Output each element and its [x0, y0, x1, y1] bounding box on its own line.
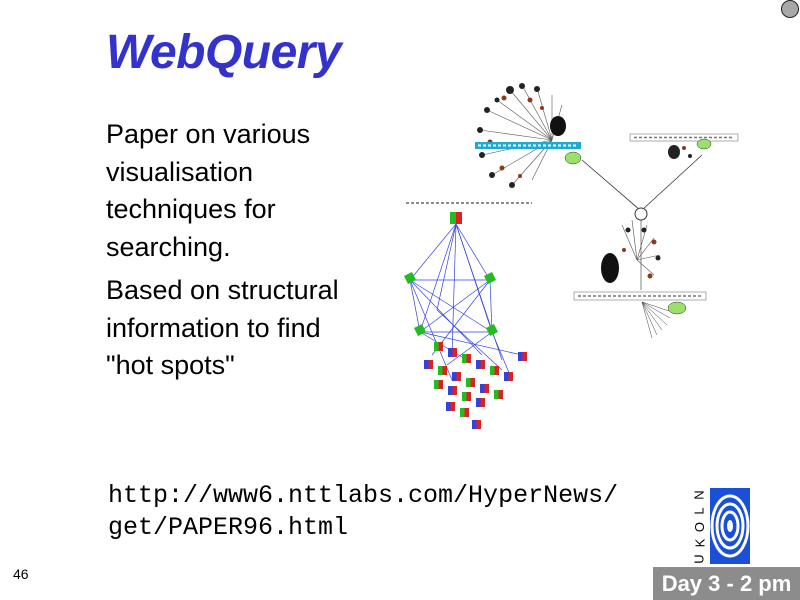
page-number: 46 — [13, 566, 29, 582]
ukoln-swirl-icon — [710, 488, 750, 564]
cube-grid — [424, 342, 513, 429]
bullet-item: Paper on various visualisation technique… — [106, 119, 311, 262]
bullet-list: Paper on various visualisation technique… — [106, 116, 366, 391]
webquery-visualisation-image — [404, 83, 739, 429]
url-line: http://www6.nttlabs.com/HyperNews/ — [108, 481, 619, 510]
paper-url[interactable]: http://www6.nttlabs.com/HyperNews/ get/P… — [108, 480, 618, 544]
ukoln-logo-text: N L O K U — [691, 490, 707, 564]
slide-nav-dot[interactable] — [781, 0, 799, 18]
ukoln-logo: N L O K U — [692, 488, 752, 566]
bullet-item: Based on structural information to find … — [106, 275, 339, 380]
url-line: get/PAPER96.html — [108, 513, 349, 542]
tree-cluster-middle — [573, 219, 707, 339]
tree-cluster-top — [475, 83, 582, 188]
slide-title: WebQuery — [106, 26, 342, 79]
tree-cluster-right — [629, 133, 739, 159]
day-badge: Day 3 - 2 pm — [653, 567, 800, 600]
cone-graph — [404, 200, 534, 429]
